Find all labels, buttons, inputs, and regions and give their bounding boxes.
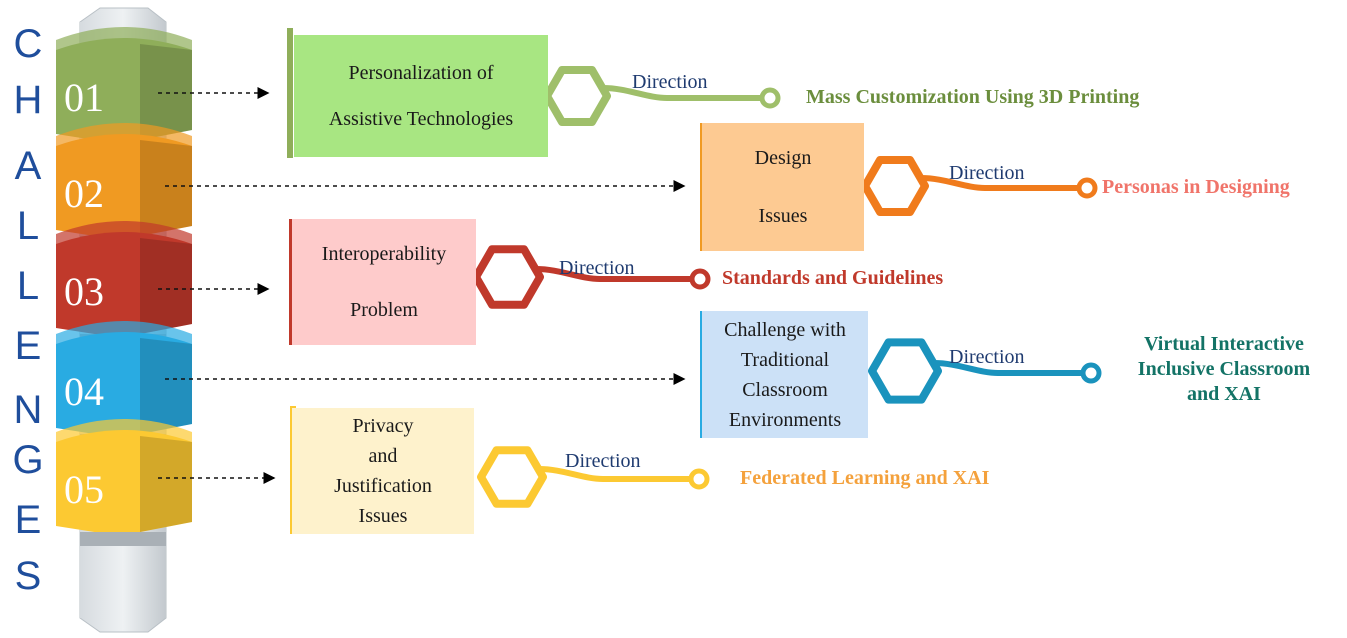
challenge-box-05: Privacy and Justification Issues <box>292 408 474 534</box>
end-node-icon <box>688 468 710 490</box>
result-03-line-1: Standards and Guidelines <box>722 267 944 289</box>
challenge-05-line-2: and <box>368 445 398 467</box>
challenge-box-03: Interoperability Problem <box>292 219 476 345</box>
title-letter-5: L <box>16 264 40 308</box>
box-accent-bar-01 <box>287 28 293 158</box>
challenge-03-line-2: Problem <box>350 299 418 321</box>
title-letter-3: A <box>14 144 42 188</box>
result-04-line-3: and XAI <box>1187 383 1261 405</box>
title-letter-10: S <box>14 554 42 598</box>
result-05-line-1: Federated Learning and XAI <box>740 467 990 489</box>
end-node-icon <box>1080 362 1102 384</box>
direction-connector-04 <box>868 338 1102 404</box>
band-number-02: 02 <box>64 171 104 216</box>
result-04: Virtual Interactive Inclusive Classroom … <box>1112 332 1336 407</box>
band-number-04: 04 <box>64 369 104 414</box>
challenge-box-04: Challenge with Traditional Classroom Env… <box>702 311 868 438</box>
challenge-05-line-1: Privacy <box>352 415 414 437</box>
result-01: Mass Customization Using 3D Printing <box>806 85 1139 110</box>
challenge-03-line-1: Interoperability <box>321 243 447 265</box>
direction-connector-03 <box>472 245 711 309</box>
challenge-05-line-4: Issues <box>358 505 408 527</box>
end-node-icon <box>1076 177 1098 199</box>
challenge-01-line-1: Personalization of <box>348 62 494 84</box>
result-05: Federated Learning and XAI <box>740 466 989 491</box>
direction-label-05: Direction <box>565 450 641 472</box>
challenge-04-line-1: Challenge with <box>724 318 846 341</box>
title-letter-9: E <box>14 498 42 542</box>
challenge-02-line-2: Issues <box>758 205 808 227</box>
challenge-04-line-2: Traditional <box>740 348 830 371</box>
direction-label-04: Direction <box>949 346 1025 368</box>
challenge-04-line-4: Environments <box>728 408 842 431</box>
direction-label-02: Direction <box>949 162 1025 184</box>
hexagon-icon <box>543 66 611 126</box>
title-letter-4: L <box>16 204 40 248</box>
result-04-line-2: Inclusive Classroom <box>1137 358 1311 380</box>
hexagon-icon <box>868 338 942 404</box>
hexagon-icon <box>861 156 929 216</box>
band-number-03: 03 <box>64 269 104 314</box>
direction-label-03: Direction <box>559 257 635 279</box>
direction-connector-01 <box>543 66 781 126</box>
band-number-01: 01 <box>64 75 104 120</box>
title-letter-7: N <box>13 388 43 432</box>
band-05 <box>56 419 192 546</box>
challenge-01-line-2: Assistive Technologies <box>328 108 514 130</box>
result-02-line-1: Personas in Designing <box>1102 176 1290 198</box>
result-03: Standards and Guidelines <box>722 266 943 291</box>
direction-connectors <box>472 66 1102 508</box>
band-number-05: 05 <box>64 467 104 512</box>
title-letter-1: C <box>13 22 43 66</box>
hexagon-icon <box>472 245 544 309</box>
challenge-05-line-3: Justification <box>334 475 432 497</box>
direction-label-01: Direction <box>632 71 708 93</box>
challenge-box-02: Design Issues <box>702 123 864 251</box>
colored-bands <box>56 27 192 546</box>
direction-connector-05 <box>477 446 710 508</box>
hexagon-icon <box>477 446 547 508</box>
end-node-icon <box>759 87 781 109</box>
result-01-line-1: Mass Customization Using 3D Printing <box>806 86 1140 108</box>
challenge-02-line-1: Design <box>754 147 812 169</box>
title-letter-8: G <box>12 438 44 482</box>
challenge-box-01: Personalization of Assistive Technologie… <box>294 35 548 157</box>
result-04-line-1: Virtual Interactive <box>1144 333 1304 355</box>
title-letter-6: E <box>14 324 42 368</box>
title-letter-2: H <box>13 78 43 122</box>
challenge-04-line-3: Classroom <box>742 378 828 401</box>
result-02: Personas in Designing <box>1102 175 1290 200</box>
direction-connector-02 <box>861 156 1098 216</box>
end-node-icon <box>689 268 711 290</box>
